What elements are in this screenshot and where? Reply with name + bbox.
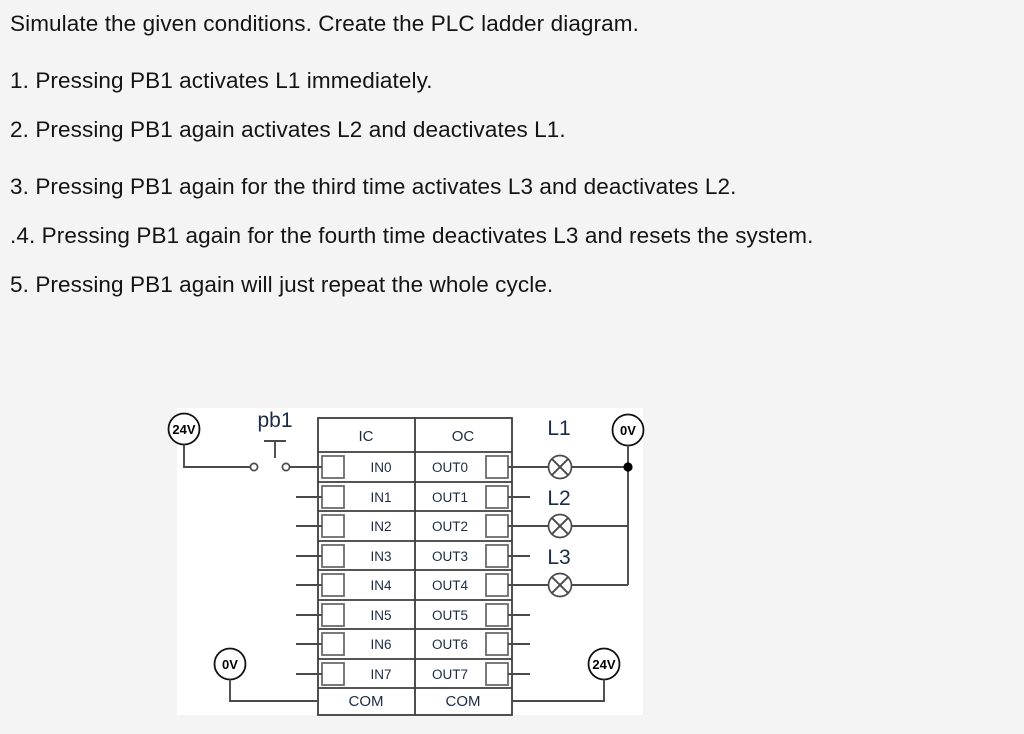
lamp-l1: L1 <box>508 417 628 480</box>
node-0v-input-return-label: 0V <box>222 657 238 672</box>
input-terminal-label-3: IN3 <box>370 549 391 564</box>
input-terminal-row-7[interactable]: IN7 <box>321 662 392 686</box>
prompt-heading: Simulate the given conditions. Create th… <box>10 11 639 36</box>
module-row-separators <box>318 481 512 660</box>
lamp-l2: L2 <box>508 487 628 539</box>
node-24v-output-supply-label: 24V <box>592 657 615 672</box>
input-terminal-label-0: IN0 <box>370 460 391 475</box>
node-0v-input-return: 0V <box>213 647 318 702</box>
input-terminal-label-4: IN4 <box>370 578 392 593</box>
lamp-l3-label: L3 <box>547 546 570 569</box>
node-24v-input-supply: 24V <box>167 412 250 468</box>
output-terminal-label-6: OUT6 <box>432 637 468 652</box>
input-terminal-row-0[interactable]: IN0 <box>321 455 392 479</box>
input-terminal-row-4[interactable]: IN4 <box>321 573 392 597</box>
output-terminal-label-4: OUT4 <box>432 578 468 593</box>
condition-5: 5. Pressing PB1 again will just repeat t… <box>10 272 554 298</box>
output-terminal-row-7[interactable]: OUT7 <box>432 662 509 686</box>
output-terminal-row-5[interactable]: OUT5 <box>432 603 509 627</box>
condition-2: 2. Pressing PB1 again activates L2 and d… <box>10 117 566 143</box>
output-terminal-row-0[interactable]: OUT0 <box>432 455 509 479</box>
lamp-l2-label: L2 <box>547 487 570 510</box>
node-0v-output-return: 0V <box>611 413 645 472</box>
output-terminal-row-3[interactable]: OUT3 <box>432 544 509 568</box>
input-common-label: COM <box>349 693 384 710</box>
input-terminal-label-6: IN6 <box>370 637 391 652</box>
pushbutton-pb1[interactable]: pb1 <box>249 409 322 472</box>
input-terminal-row-6[interactable]: IN6 <box>321 632 392 656</box>
output-common-label: COM <box>446 693 481 710</box>
node-0v-output-return-label: 0V <box>620 423 636 438</box>
condition-1: 1. Pressing PB1 activates L1 immediately… <box>10 68 433 94</box>
lamp-l3: L3 <box>508 546 628 598</box>
lamp-l1-label: L1 <box>547 417 570 440</box>
input-terminal-label-7: IN7 <box>370 667 391 682</box>
input-terminal-label-1: IN1 <box>370 490 391 505</box>
input-terminal-row-2[interactable]: IN2 <box>321 514 392 538</box>
input-column-header: IC <box>359 428 374 445</box>
output-terminal-label-0: OUT0 <box>432 460 468 475</box>
node-24v-output-supply: 24V <box>512 647 621 702</box>
node-24v-input-supply-label: 24V <box>172 422 195 437</box>
output-terminal-label-5: OUT5 <box>432 608 468 623</box>
plc-module-body <box>317 417 513 716</box>
condition-4: .4. Pressing PB1 again for the fourth ti… <box>10 223 814 249</box>
junction-dot-0v <box>623 462 633 472</box>
output-terminal-row-2[interactable]: OUT2 <box>432 514 509 538</box>
output-terminal-row-4[interactable]: OUT4 <box>432 573 509 597</box>
pushbutton-pb1-label: pb1 <box>257 409 292 432</box>
input-terminal-row-1[interactable]: IN1 <box>321 485 392 509</box>
output-terminal-label-1: OUT1 <box>432 490 468 505</box>
output-terminal-label-3: OUT3 <box>432 549 468 564</box>
output-terminal-row-6[interactable]: OUT6 <box>432 632 509 656</box>
diagram-canvas: IC OC IN0 IN1 I <box>167 409 645 716</box>
output-terminal-row-1[interactable]: OUT1 <box>432 485 509 509</box>
input-terminal-label-5: IN5 <box>370 608 391 623</box>
input-terminal-label-2: IN2 <box>370 519 391 534</box>
plc-wiring-diagram: IC OC IN0 IN1 I <box>0 398 1024 734</box>
output-column-header: OC <box>452 428 475 445</box>
condition-3: 3. Pressing PB1 again for the third time… <box>10 174 737 200</box>
input-terminal-row-5[interactable]: IN5 <box>321 603 392 627</box>
output-terminal-label-7: OUT7 <box>432 667 468 682</box>
prompt-block: Simulate the given conditions. Create th… <box>10 8 1014 318</box>
input-terminal-row-3[interactable]: IN3 <box>321 544 392 568</box>
output-terminal-label-2: OUT2 <box>432 519 468 534</box>
